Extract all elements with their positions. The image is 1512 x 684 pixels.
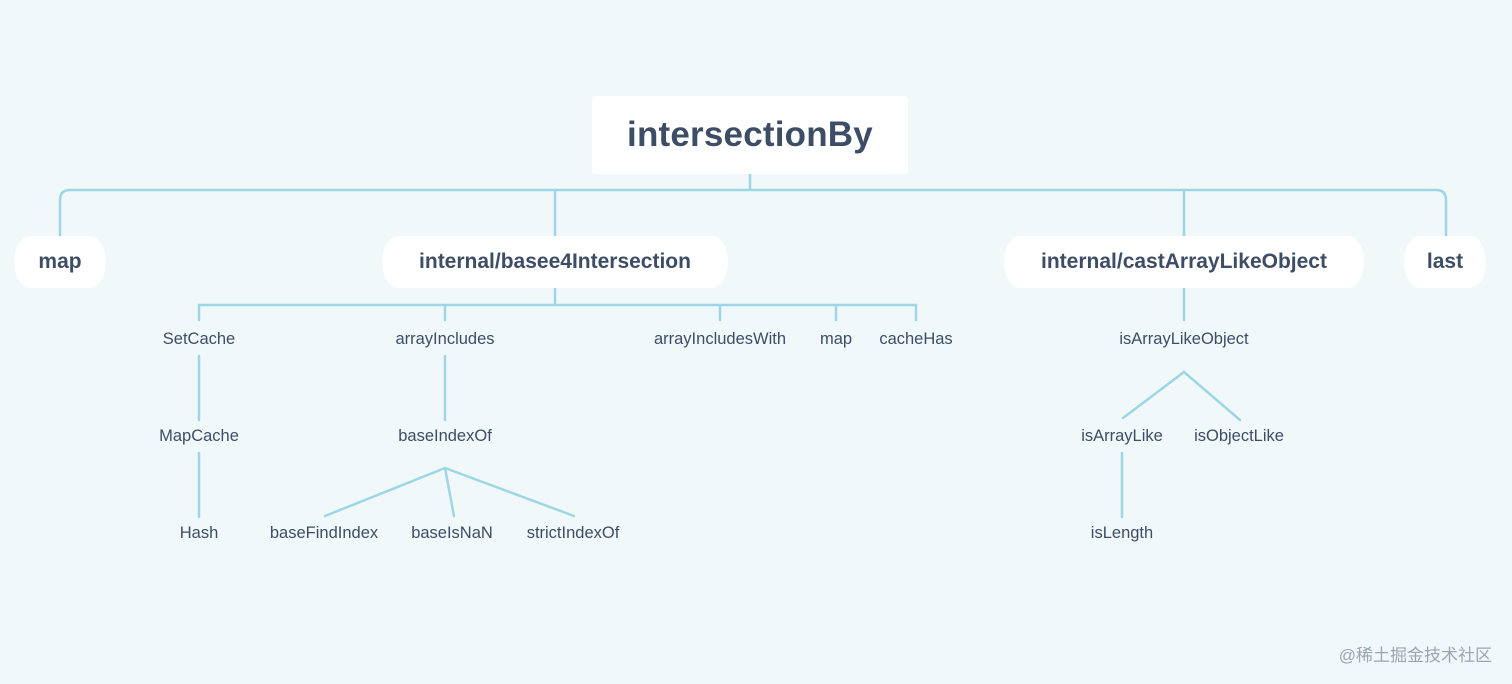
leaf-node: Hash [179, 523, 219, 542]
branch-node-last: last [1404, 236, 1486, 288]
root-node: intersectionBy [592, 96, 908, 174]
leaf-node: baseFindIndex [269, 523, 379, 542]
branch-node-basee4-intersection: internal/basee4Intersection [382, 236, 728, 288]
leaf-node: map [819, 329, 853, 348]
branch-node-map: map [14, 236, 106, 288]
leaf-node: baseIsNaN [411, 523, 493, 542]
leaf-node: SetCache [162, 329, 236, 348]
watermark: @稀土掘金技术社区 [1338, 646, 1492, 665]
branch-node-label: internal/castArrayLikeObject [1041, 250, 1327, 273]
leaf-node: isObjectLike [1194, 426, 1284, 445]
leaf-node: isArrayLikeObject [1119, 329, 1249, 348]
leaf-node: isArrayLike [1081, 426, 1163, 445]
leaf-node: isLength [1090, 523, 1154, 542]
leaf-node: MapCache [159, 426, 239, 445]
branch-node-label: last [1426, 250, 1464, 273]
leaf-node: arrayIncludesWith [653, 329, 787, 348]
branch-node-cast-array-like-object: internal/castArrayLikeObject [1004, 236, 1364, 288]
leaf-node: cacheHas [879, 329, 953, 348]
leaf-node: strictIndexOf [526, 523, 620, 542]
root-node-label: intersectionBy [627, 115, 873, 154]
leaf-node: baseIndexOf [398, 426, 492, 445]
leaf-node: arrayIncludes [395, 329, 495, 348]
branch-node-label: map [38, 250, 82, 273]
branch-node-label: internal/basee4Intersection [419, 250, 691, 273]
